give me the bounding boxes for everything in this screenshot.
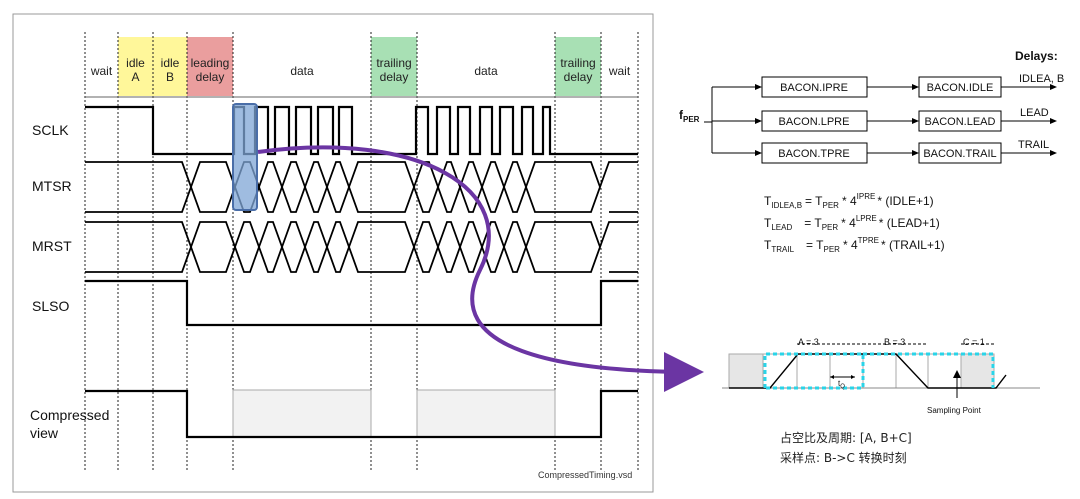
box-lead-label: BACON.LEAD — [925, 116, 996, 128]
signal-label-mtsr: MTSR — [32, 178, 72, 194]
phase-cell-1 — [118, 37, 153, 96]
phase-label-4: data — [290, 64, 314, 78]
mrst-waveform — [85, 221, 638, 273]
zoom-arrow — [257, 145, 704, 392]
phase-cell-5 — [371, 37, 417, 96]
delays-title: Delays: — [1015, 49, 1058, 63]
equation-lead: TLEAD= TPER* 4LPRE* (LEAD+1) — [764, 214, 940, 232]
phase-label-6: data — [474, 64, 498, 78]
signal-label-slso: SLSO — [32, 298, 69, 314]
highlight-box — [232, 103, 258, 211]
signal-label-sclk: SCLK — [32, 122, 69, 138]
box-tpre-label: BACON.TPRE — [778, 148, 850, 160]
phase-cell-0 — [85, 37, 118, 96]
compressed-label-line2: view — [30, 425, 59, 441]
sampling-point-label: Sampling Point — [927, 406, 982, 415]
sampling-point-marker — [953, 370, 961, 378]
signal-labels: SCLK MTSR MRST SLSO Compressed view — [30, 122, 109, 441]
box-trail-label: BACON.TRAIL — [923, 148, 996, 160]
b-label: B = 3 — [884, 337, 905, 347]
phase-label-0: wait — [90, 64, 113, 78]
compressed-block-2 — [416, 389, 556, 438]
prescaler-diagram: Delays: fPER BACON.IPRE BACON.IDLE IDLEA… — [679, 49, 1064, 164]
phase-cell-3 — [187, 37, 233, 96]
sampling-diagram: A = 3 B = 3 C = 1 tQ Sampling Point 占空比及… — [722, 337, 1040, 465]
sclk-waveform — [85, 105, 638, 156]
note-sampling-point: 采样点: B->C 转换时刻 — [780, 450, 907, 465]
note-duty-cycle: 占空比及周期: [A, B+C] — [780, 430, 912, 445]
a-region-highlight — [763, 352, 865, 390]
compressed-block-1 — [232, 389, 372, 438]
phase-cell-8 — [601, 37, 638, 96]
box-idle-label: BACON.IDLE — [927, 82, 994, 94]
phase-cell-6 — [417, 37, 555, 96]
phase-cell-4 — [233, 37, 371, 96]
c-label: C = 1 — [963, 337, 985, 347]
out-lead-label: LEAD — [1020, 107, 1049, 119]
phase-cell-7 — [555, 37, 601, 96]
fper-label: fPER — [679, 108, 700, 124]
prescaler-row-2: BACON.LPRE BACON.LEAD LEAD — [712, 107, 1057, 132]
compressed-label-line1: Compressed — [30, 407, 109, 423]
out-trail-label: TRAIL — [1018, 139, 1049, 151]
slso-waveform — [85, 279, 638, 327]
a-label: A = 3 — [798, 337, 819, 347]
equation-idle: TIDLEA,B= TPER* 4IPRE* (IDLE+1) — [764, 192, 934, 210]
phase-label-8: wait — [608, 64, 631, 78]
delay-equations: TIDLEA,B= TPER* 4IPRE* (IDLE+1) TLEAD= T… — [764, 192, 945, 254]
box-lpre-label: BACON.LPRE — [779, 116, 850, 128]
tq-label: tQ — [838, 379, 845, 390]
box-ipre-label: BACON.IPRE — [780, 82, 848, 94]
out-idle-label: IDLEA, B — [1019, 73, 1064, 85]
signal-label-mrst: MRST — [32, 238, 72, 254]
phase-cell-2 — [153, 37, 187, 96]
prescaler-row-3: BACON.TPRE BACON.TRAIL TRAIL — [712, 139, 1057, 164]
file-label: CompressedTiming.vsd — [538, 470, 632, 480]
equation-trail: TTRAIL= TPER* 4TPRE* (TRAIL+1) — [764, 236, 945, 254]
bc-region-highlight — [863, 352, 995, 388]
prescaler-row-1: BACON.IPRE BACON.IDLE IDLEA, B — [712, 73, 1064, 98]
compressed-waveform — [85, 389, 638, 439]
